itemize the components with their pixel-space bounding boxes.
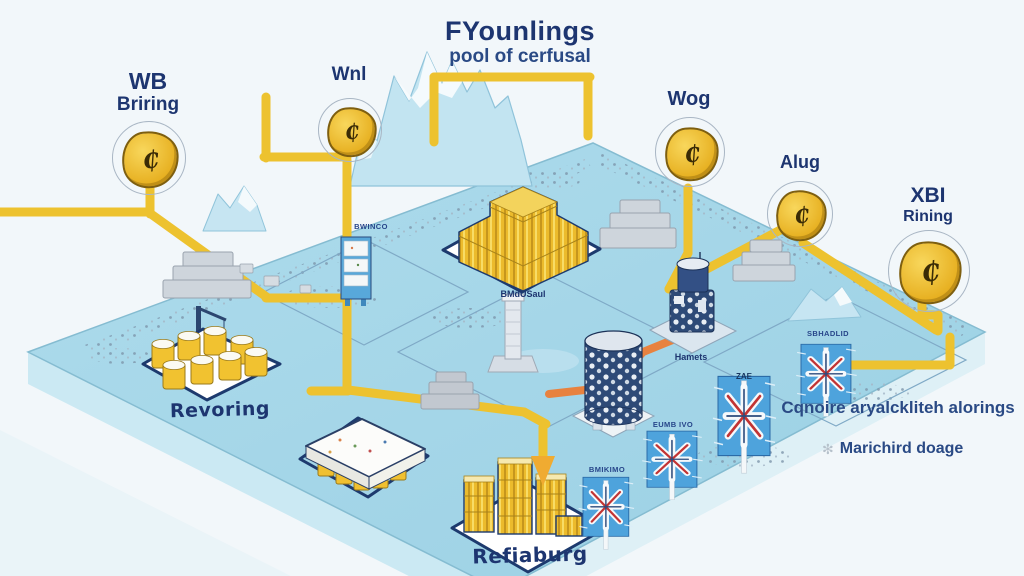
coin-icon-alug: ₵ [767,181,833,247]
refiaburg-platform [450,457,608,574]
drill-tower-icon [487,293,579,373]
coin-symbol: ₵ [682,139,702,169]
coin-symbol: ₵ [343,118,361,146]
drop-arrow-icon [531,422,555,486]
coin-icon-xbi: ₵ [888,230,970,312]
coin-icon-wb: ₵ [112,121,186,195]
ground-terrace [0,430,291,576]
coin-icon-wnl: ₵ [318,98,382,162]
hamets-building-icon [648,252,738,354]
table-speckles [328,438,387,454]
gold-pool-platform [441,186,602,294]
coin-symbol: ₵ [792,202,812,230]
bwinco-sign-icon [340,236,372,306]
barrel-icons [151,326,268,390]
coin-symbol: ₵ [919,256,943,290]
coin-symbol: ₵ [140,144,162,176]
coin-icon-wog: ₵ [655,117,725,187]
table-platform [298,416,430,499]
mountains [202,51,862,322]
storage-tank-icon [571,330,656,438]
gray-ziggurats [162,199,796,410]
revoring-platform [141,326,282,402]
